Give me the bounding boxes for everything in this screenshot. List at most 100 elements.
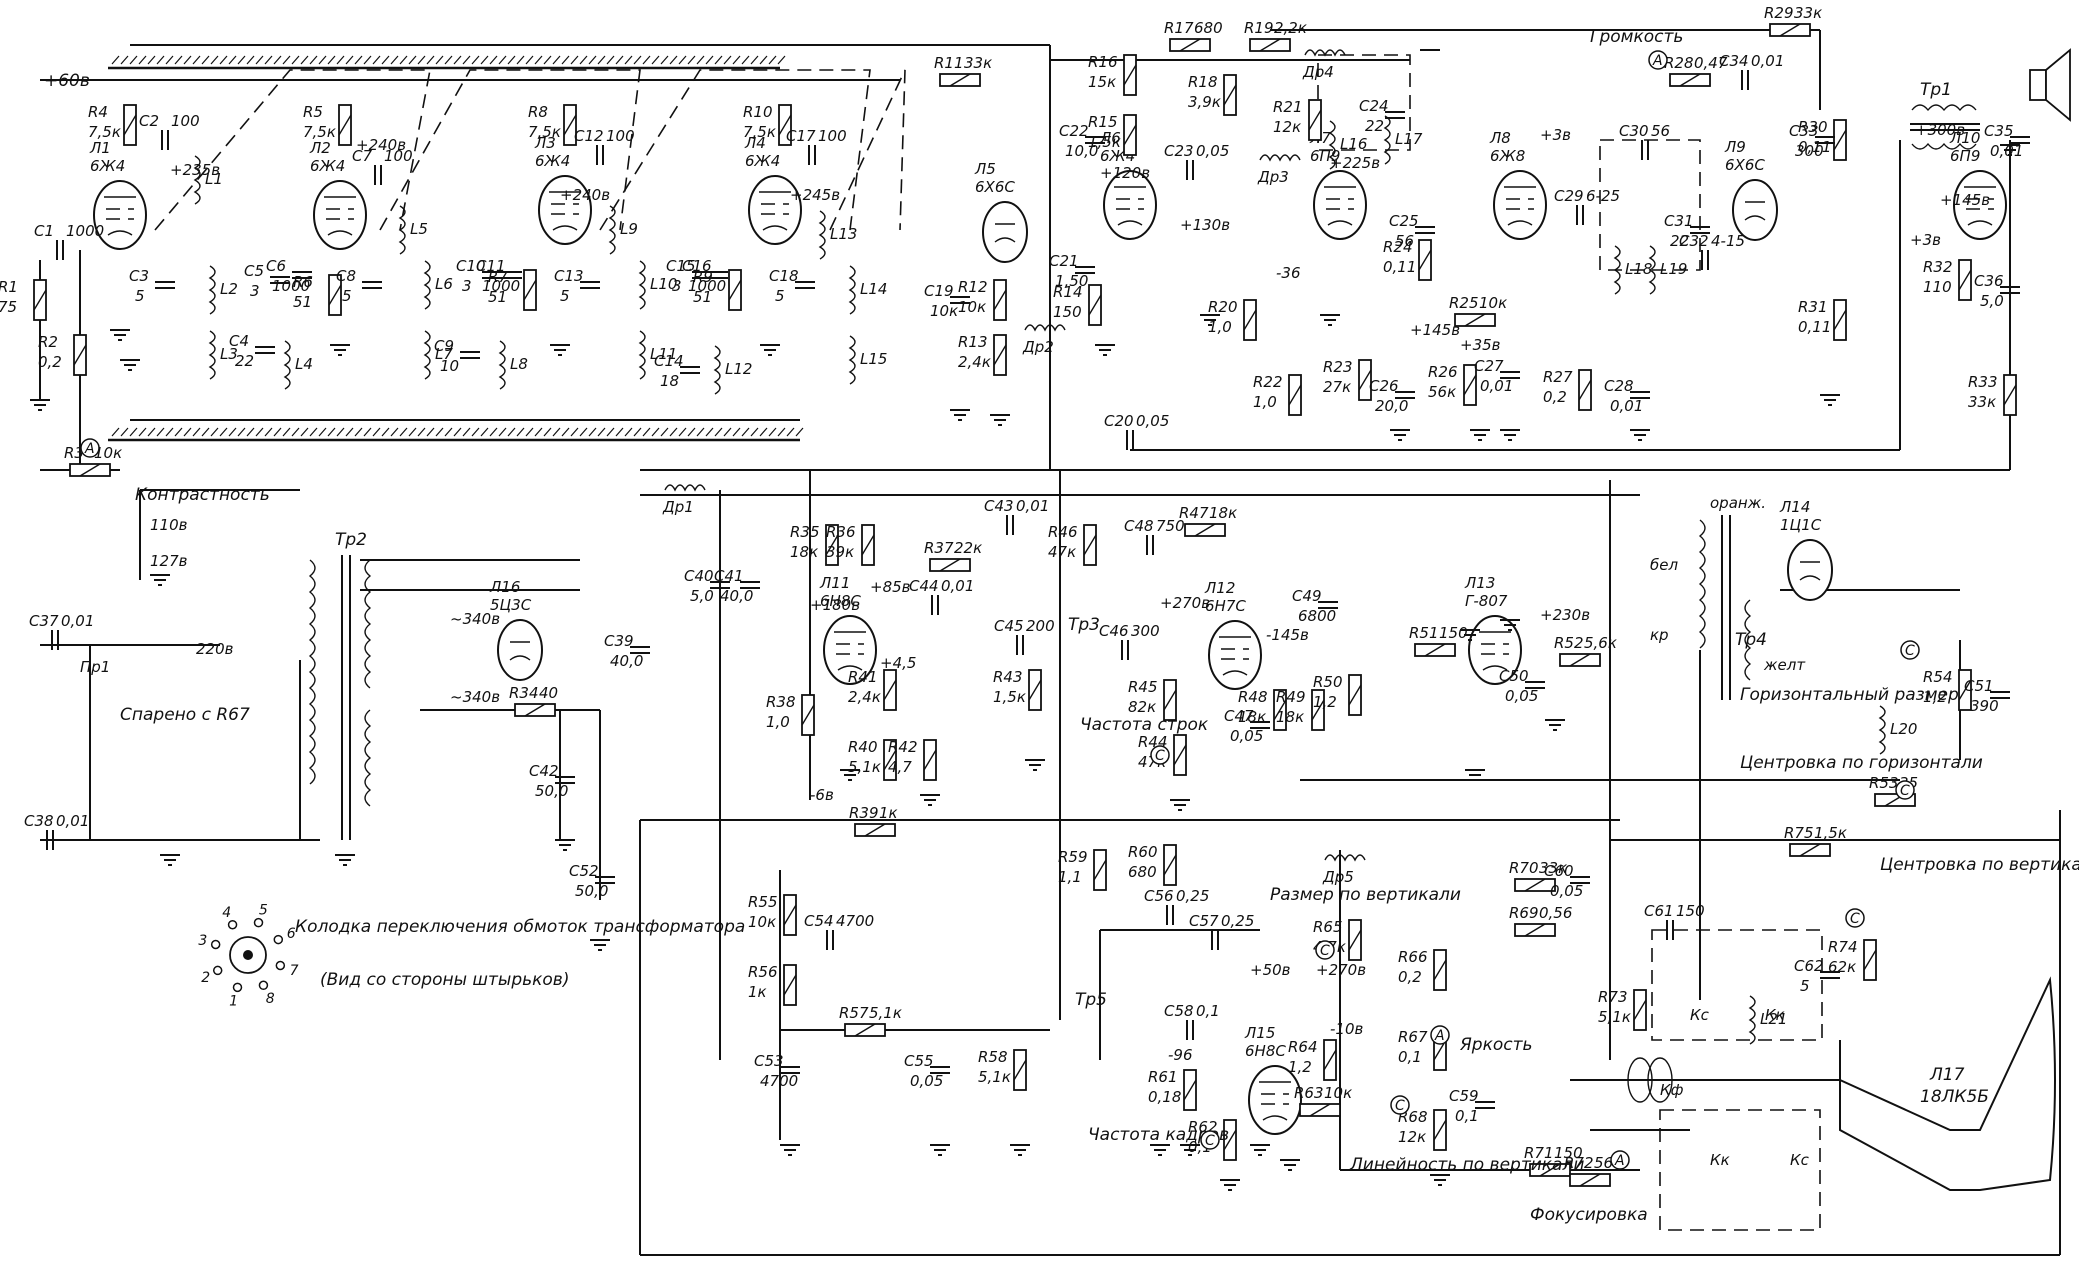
resistor-ref: R21 (1273, 98, 1303, 116)
capacitor-value: 0,01 (1751, 52, 1784, 70)
hatch-mark (678, 427, 687, 437)
resistor-value: 18к (1209, 504, 1237, 522)
choke-coil (1024, 324, 1066, 332)
capacitor-value: 750 (1156, 517, 1185, 535)
marker-ring (1845, 908, 1865, 928)
resistor-stroke (783, 904, 797, 926)
marker-circle: A (1648, 50, 1668, 70)
hatch-mark (435, 55, 444, 65)
resistor-stroke (1273, 699, 1287, 721)
capacitor-ref: C18 (769, 267, 799, 285)
ground-icon (1465, 769, 1485, 781)
capacitor-value: 0,05 (1230, 727, 1263, 745)
hatch-mark (120, 55, 129, 65)
resistor-stroke (923, 749, 937, 771)
inductor-L13: L13 (818, 210, 857, 260)
cathode (327, 230, 353, 236)
hatch-mark (264, 427, 273, 437)
hatch-mark (480, 427, 489, 437)
resistor-stroke (123, 114, 137, 136)
socket-pin (227, 919, 238, 930)
inductor-ref: L20 (1890, 720, 1917, 738)
inductor-ref: L13 (830, 225, 857, 243)
resistor-value: 1,5к (993, 688, 1026, 706)
hatch-mark (444, 55, 453, 65)
hatch-mark (201, 55, 210, 65)
marker-ring (1895, 780, 1915, 800)
cathode (552, 225, 578, 231)
capacitor-value: 0,05 (1505, 687, 1538, 705)
capacitor-ref: C1 (34, 222, 54, 240)
ground-icon (1390, 429, 1410, 441)
hatch-mark (219, 55, 228, 65)
inductor-ref: L3 (220, 345, 238, 363)
hatch-mark (687, 55, 696, 65)
hatch-mark (561, 55, 570, 65)
ground-icon (1545, 719, 1565, 731)
marker-ring (1200, 1130, 1220, 1150)
hatch-mark (372, 427, 381, 437)
capacitor-ref: C56 (1144, 887, 1174, 905)
resistor-value: 5,6к (1584, 634, 1617, 652)
capacitor-value: 5 (775, 287, 785, 305)
resistor-value: 22к (954, 539, 982, 557)
resistor-stroke (1311, 699, 1325, 721)
resistor-stroke (1958, 679, 1972, 701)
capacitor-ref: C20 (1104, 412, 1134, 430)
capacitor-ref: C53 (754, 1052, 784, 1070)
capacitor-ref: C32 (1679, 232, 1709, 250)
cathode (1799, 575, 1821, 581)
ground-icon (590, 939, 610, 951)
hatch-mark (210, 55, 219, 65)
resistor-ref: R69 (1509, 904, 1539, 922)
tube-ref: Л5 (974, 160, 996, 178)
resistor-ref: R75 (1784, 824, 1814, 842)
socket-pin (275, 960, 286, 971)
resistor-ref: R13 (958, 333, 988, 351)
resistor-ref: R28 (1664, 54, 1694, 72)
tube-envelope (1493, 170, 1547, 240)
capacitor-ref: C34 (1719, 52, 1749, 70)
capacitor-ref: C3 (129, 267, 149, 285)
tube-type: 6Ж4 (310, 157, 345, 175)
hatch-mark (327, 427, 336, 437)
resistor-value: 1,1 (1058, 868, 1082, 886)
hatch-mark (507, 55, 516, 65)
resistor-stroke (1578, 379, 1592, 401)
resistor-R1: R175 (0, 278, 47, 321)
capacitor-ref: C5 (244, 262, 264, 280)
capacitor-value: 0,05 (1196, 142, 1229, 160)
hatch-mark (309, 55, 318, 65)
resistor-value: 27к (1323, 378, 1351, 396)
resistor-stroke (883, 749, 897, 771)
tube-envelope (1953, 170, 2007, 240)
labels-layer: +60в +235в +240в +240в +245в +120в +130в… (44, 27, 2079, 1225)
resistor-stroke (1799, 843, 1821, 857)
voltage-label: -6в (810, 786, 834, 804)
hatch-mark (318, 55, 327, 65)
resistor-value: 33к (1968, 393, 1996, 411)
resistor-stroke (854, 1023, 876, 1037)
chassis-strip-top (108, 55, 786, 70)
hatch-mark (543, 55, 552, 65)
marker-ring (1648, 50, 1668, 70)
ground-icon (110, 329, 130, 341)
resistor-value: 40 (539, 684, 558, 702)
marker-ring (1900, 640, 1920, 660)
capacitor-value: 4700 (836, 912, 874, 930)
